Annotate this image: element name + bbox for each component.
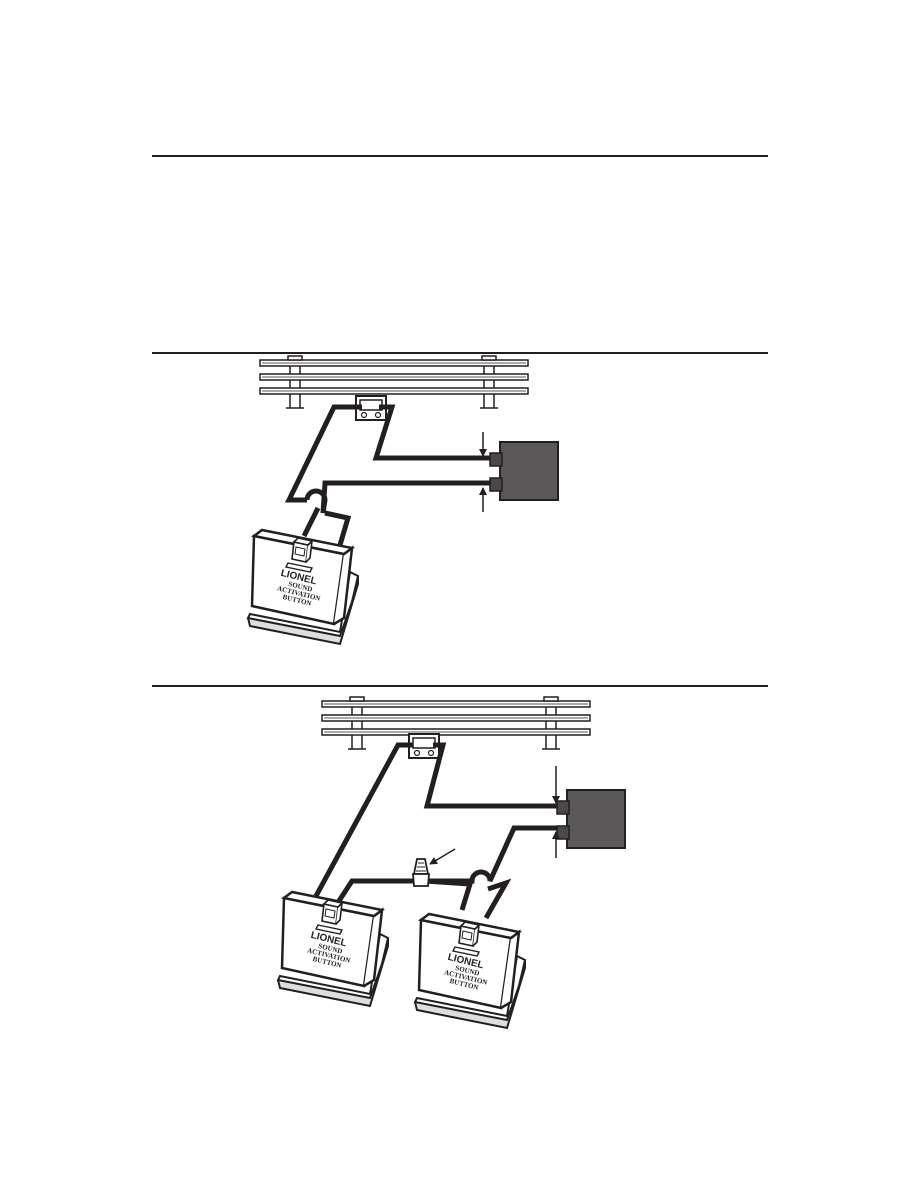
push-button-icon-left: LIONEL SOUND ACTIVATION BUTTON (276, 890, 390, 1008)
push-button-icon: LIONEL SOUND ACTIVATION BUTTON (246, 528, 360, 646)
wire-left-button-to-nut (334, 878, 414, 906)
wire-clip-to-button (285, 404, 362, 503)
figure2-top-rule (152, 685, 768, 687)
wire-nut-to-transformer (425, 825, 560, 884)
wire-button-return (304, 480, 490, 514)
arrow-icon (429, 848, 456, 865)
figure2: LIONEL SOUND ACTIVATION BUTTON LIONEL SO… (276, 696, 626, 1030)
transformer-icon (489, 441, 559, 501)
wire-clip-to-transformer-top (372, 404, 490, 461)
track-section-icon (321, 696, 591, 750)
wire-right-button-lead (483, 878, 512, 920)
track-section-icon (259, 355, 529, 409)
wire-clip-to-transformer-top (423, 742, 560, 809)
wire-clip-to-left-button (313, 742, 413, 898)
wire-button-lead-b (324, 510, 352, 546)
transformer-icon (556, 789, 626, 849)
wire-button-lead-a (301, 506, 321, 538)
wire-nut-icon (412, 858, 430, 887)
figure1: LIONEL SOUND ACTIVATION BUTTON (246, 355, 559, 646)
top-rule (152, 155, 768, 157)
push-button-icon-right: LIONEL SOUND ACTIVATION BUTTON (413, 912, 527, 1030)
figure1-top-rule (152, 352, 768, 354)
wire-nut-to-right-button (424, 878, 474, 911)
